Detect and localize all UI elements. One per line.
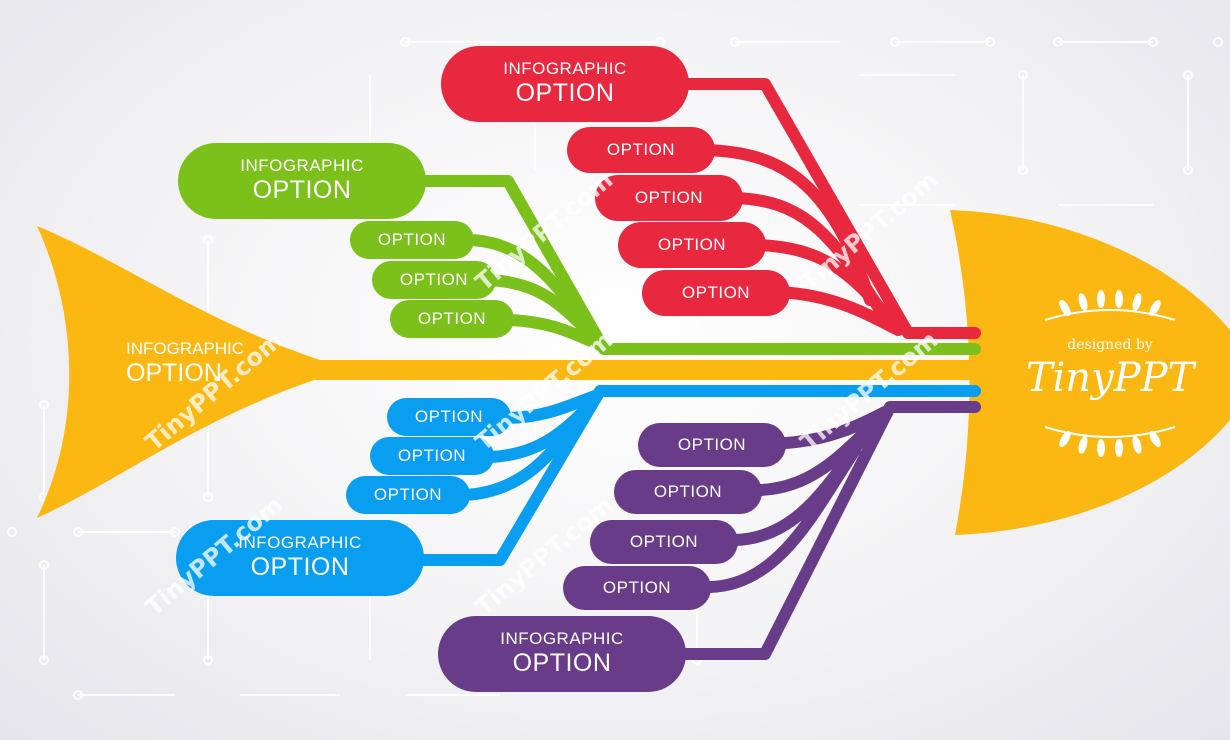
green-main-line2: OPTION [252,175,352,204]
blue-main-line2: OPTION [250,552,350,581]
green-option-2[interactable]: OPTION [372,261,496,299]
purple-option-4[interactable]: OPTION [563,566,711,610]
purple-main-box[interactable]: INFOGRAPHIC OPTION [438,616,686,692]
red-option-1[interactable]: OPTION [567,127,715,173]
purple-main-line1: INFOGRAPHIC [500,629,624,649]
blue-branch-lines [409,385,981,566]
purple-option-2[interactable]: OPTION [614,470,762,514]
blue-option-3[interactable]: OPTION [346,476,470,514]
red-main-box[interactable]: INFOGRAPHIC OPTION [441,46,689,122]
brand-logo: designed by TinyPPT [1010,285,1210,457]
blue-option-2[interactable]: OPTION [370,437,494,475]
red-option-2[interactable]: OPTION [595,175,743,221]
red-option-4[interactable]: OPTION [642,270,790,316]
red-main-line1: INFOGRAPHIC [503,59,627,79]
green-main-line1: INFOGRAPHIC [240,156,364,176]
green-option-3[interactable]: OPTION [390,300,514,338]
red-main-line2: OPTION [515,78,615,107]
fish-head [950,210,1230,535]
purple-main-line2: OPTION [512,648,612,677]
blue-main-box[interactable]: INFOGRAPHIC OPTION [176,520,424,596]
brand-name: TinyPPT [1025,355,1195,401]
red-branch-lines [674,78,981,339]
red-option-3[interactable]: OPTION [618,222,766,268]
purple-option-3[interactable]: OPTION [590,520,738,564]
tail-label-line1: INFOGRAPHIC [126,339,245,358]
tail-label: INFOGRAPHIC OPTION [126,339,245,387]
purple-branch-lines [674,401,981,660]
tail-label-line2: OPTION [126,358,222,387]
green-main-box[interactable]: INFOGRAPHIC OPTION [178,143,426,219]
blue-option-1[interactable]: OPTION [387,398,511,436]
blue-main-line1: INFOGRAPHIC [238,533,362,553]
laurel-wreath-icon [1044,290,1176,321]
fish-tail [37,226,320,518]
laurel-wreath-bottom-icon [1044,426,1176,457]
spine [300,360,980,380]
green-branch-lines [414,175,981,355]
purple-option-1[interactable]: OPTION [638,423,786,467]
green-option-1[interactable]: OPTION [350,221,474,259]
designed-by-text: designed by [1067,337,1153,353]
